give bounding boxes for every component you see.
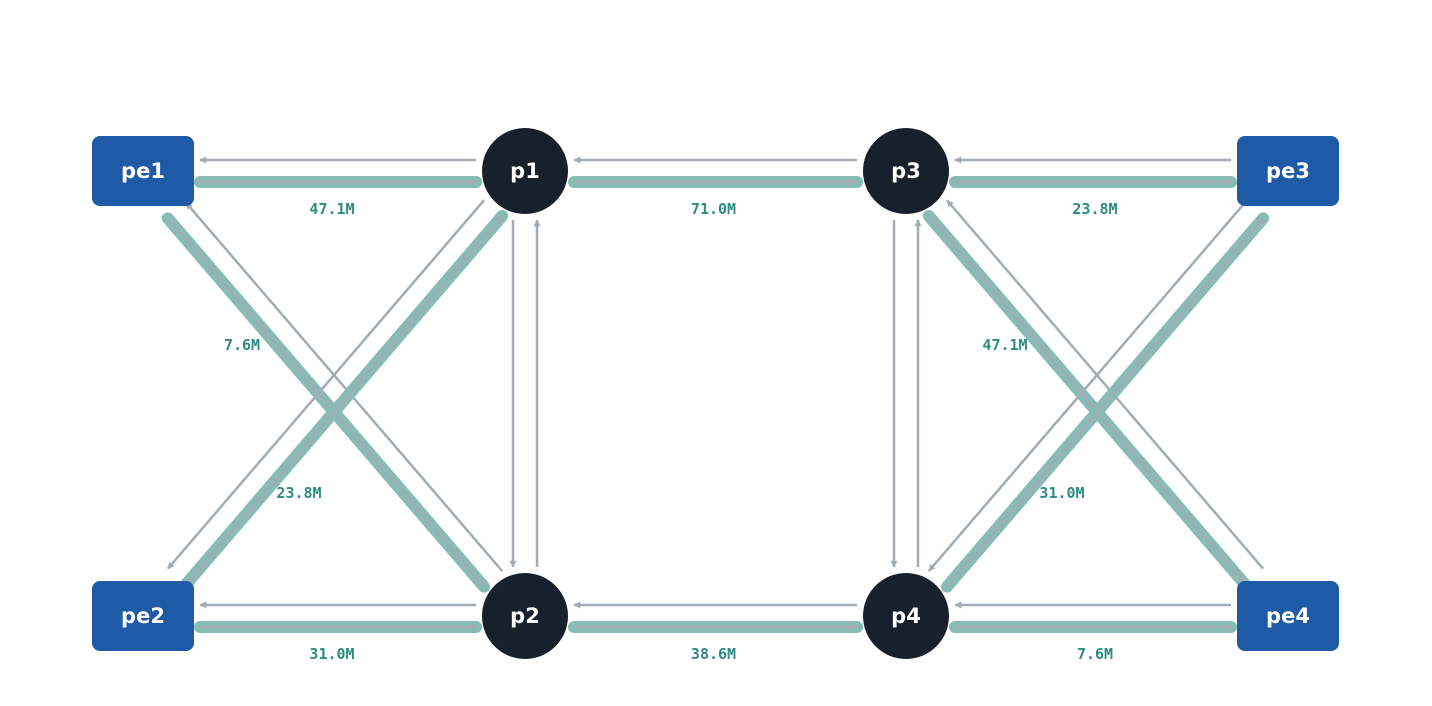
link-pe3-to-p4[interactable]	[927, 201, 1246, 572]
node-label: pe2	[121, 604, 165, 628]
rate-label-pe2-p1: 23.8M	[276, 484, 321, 502]
pe-router-box	[1237, 136, 1339, 206]
p-router-circle	[863, 573, 949, 659]
link-direction-arrow	[946, 199, 1265, 570]
rate-label-p2-p4: 38.6M	[691, 645, 736, 663]
node-p3[interactable]: p3	[863, 128, 949, 214]
nodes-layer: pe1 p1 p3 pe3 pe2 p2 p4 pe4	[92, 128, 1339, 659]
link-pe4-to-p3[interactable]	[946, 199, 1265, 570]
link-direction-arrow	[166, 199, 485, 570]
link-direction-arrow	[166, 217, 485, 588]
labels-layer: 47.1M 71.0M 23.8M 31.0M 38.6M 7.6M 7.6M 23.8M 47…	[224, 200, 1118, 663]
node-label: pe1	[121, 159, 165, 183]
link-direction-arrow	[927, 215, 1246, 586]
rate-label-p1-p3: 71.0M	[691, 200, 736, 218]
pe-router-box	[92, 581, 194, 651]
rate-label-pe1-p2: 7.6M	[224, 336, 260, 354]
link-p3-to-pe4[interactable]	[922, 209, 1251, 591]
pe-router-box	[92, 136, 194, 206]
node-p4[interactable]: p4	[863, 573, 949, 659]
node-label: p4	[891, 604, 921, 628]
pe-router-box	[1237, 581, 1339, 651]
p-router-circle	[863, 128, 949, 214]
link-direction-arrow	[185, 201, 504, 572]
rate-label-p3-pe3: 23.8M	[1072, 200, 1117, 218]
link-direction-arrow	[927, 201, 1246, 572]
link-pe1-to-p2[interactable]	[161, 212, 490, 593]
node-label: p3	[891, 159, 921, 183]
node-p2[interactable]: p2	[482, 573, 568, 659]
node-pe3[interactable]: pe3	[1237, 136, 1339, 206]
rate-label-pe1-p1: 47.1M	[309, 200, 354, 218]
link-direction-arrow	[946, 217, 1265, 588]
link-p2-to-pe1[interactable]	[185, 201, 504, 572]
rate-label-pe2-p2: 31.0M	[309, 645, 354, 663]
node-label: pe4	[1266, 604, 1310, 628]
node-pe2[interactable]: pe2	[92, 581, 194, 651]
rate-label-p4-pe3: 31.0M	[1039, 484, 1084, 502]
node-pe4[interactable]: pe4	[1237, 581, 1339, 651]
rate-label-p3-pe4: 47.1M	[982, 336, 1027, 354]
node-pe1[interactable]: pe1	[92, 136, 194, 206]
rate-label-p4-pe4: 7.6M	[1077, 645, 1113, 663]
link-p1-to-pe2[interactable]	[166, 199, 485, 570]
links-layer	[161, 156, 1270, 633]
p-router-circle	[482, 573, 568, 659]
node-label: p2	[510, 604, 540, 628]
link-direction-arrow	[185, 215, 504, 586]
node-label: pe3	[1266, 159, 1310, 183]
link-p4-to-pe3[interactable]	[941, 212, 1270, 593]
node-label: p1	[510, 159, 540, 183]
p-router-circle	[482, 128, 568, 214]
node-p1[interactable]: p1	[482, 128, 568, 214]
link-pe2-to-p1[interactable]	[180, 209, 509, 591]
